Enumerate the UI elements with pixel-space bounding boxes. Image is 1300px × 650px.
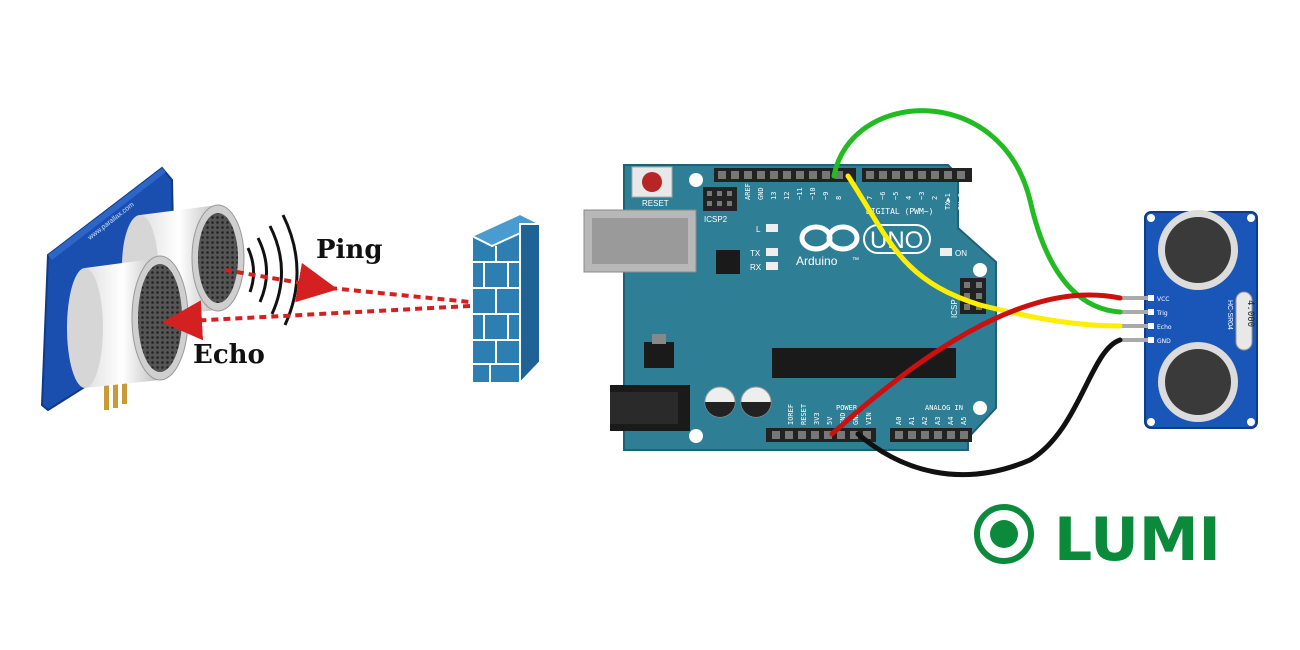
pin-label: ~3 <box>918 192 926 200</box>
lumi-logo: LUMI <box>974 504 1221 575</box>
pin-label: A4 <box>947 417 955 425</box>
digital-label: DIGITAL (PWM~) <box>866 207 933 216</box>
led-l-label: L <box>756 225 761 234</box>
voltage-regulator <box>644 342 674 368</box>
pin-label: 8 <box>835 196 843 200</box>
arduino-uno-board: RESET ICSP2 AREF GND 13 12 ~11 ~10 ~9 8 … <box>583 164 997 451</box>
crystal <box>1235 291 1253 351</box>
pin-label: ~9 <box>822 192 830 200</box>
sound-waves <box>246 214 299 326</box>
echo-pin-label: Echo <box>1157 324 1172 331</box>
rx-label: RX <box>750 263 762 272</box>
ping-arrow <box>224 262 338 303</box>
pin-label: GND <box>839 412 847 425</box>
pin-label: 4 <box>905 196 913 200</box>
capacitor <box>740 386 772 418</box>
wire-red-vcc <box>829 292 1123 437</box>
pin-label: VIN <box>865 412 873 425</box>
tx-label: TX <box>750 249 761 258</box>
pin-label: A2 <box>921 417 929 425</box>
sensor-pin <box>113 368 118 408</box>
reset-label: RESET <box>642 199 669 208</box>
led-on <box>940 248 952 256</box>
lumi-text: LUMI <box>1054 505 1221 575</box>
pin-label: A1 <box>908 417 916 425</box>
sensor-pin <box>104 372 109 410</box>
icsp2-label: ICSP2 <box>704 215 728 224</box>
pin-label: TX▶1 <box>944 193 952 210</box>
pin-label: ~10 <box>809 187 817 200</box>
ultrasonic-sensor-illustration: www.parallax.com Ping <box>40 166 471 412</box>
hc-sr04-module: 4.000 HC-SR04 VCC Trig Echo GND <box>1120 210 1258 429</box>
icsp2-header: ICSP2 <box>703 187 737 224</box>
wire-yellow-echo <box>845 173 1123 329</box>
pin-label: A5 <box>960 417 968 425</box>
gnd-pin-label: GND <box>1157 338 1171 345</box>
wire-green-trig <box>831 108 1123 315</box>
digital-header-right <box>862 168 972 182</box>
mounting-hole <box>689 173 703 187</box>
pin-label: GND <box>852 412 860 425</box>
pin-label: 7 <box>866 196 874 200</box>
led-l <box>766 224 778 232</box>
trig-pin-label: Trig <box>1156 310 1168 317</box>
echo-label: Echo <box>193 340 265 370</box>
led-rx <box>766 262 778 270</box>
vcc-pin-label: VCC <box>1157 296 1169 303</box>
module-model-label: HC-SR04 <box>1226 300 1233 330</box>
reset-button-cap[interactable] <box>642 172 662 192</box>
capacitor <box>704 386 736 418</box>
ping-path <box>329 286 471 304</box>
pin-label: 13 <box>770 192 778 200</box>
mounting-hole <box>973 263 987 277</box>
pin-label: GND <box>757 187 765 200</box>
crystal-label: 4.000 <box>1245 300 1255 327</box>
pin-label: A3 <box>934 417 942 425</box>
power-label: POWER <box>836 404 858 412</box>
mounting-hole <box>973 401 987 415</box>
pin-label: ~11 <box>796 187 804 200</box>
mounting-hole <box>689 429 703 443</box>
pin-label: AREF <box>744 183 752 200</box>
icsp-label: ICSP <box>950 299 959 318</box>
arduino-brand: Arduino <box>796 254 838 268</box>
arduino-logo <box>799 224 860 252</box>
echo-arrow <box>162 300 471 341</box>
sensor-pin <box>122 364 127 404</box>
atmega-chip <box>772 348 956 378</box>
analog-label: ANALOG IN <box>925 404 963 412</box>
wire-black-gnd <box>855 337 1123 478</box>
ping-label: Ping <box>316 235 383 265</box>
pin-label: 12 <box>783 192 791 200</box>
brick-wall <box>469 212 543 386</box>
pin-label: RESET <box>800 403 808 425</box>
pin-label: 2 <box>931 196 939 200</box>
wires <box>829 108 1123 478</box>
pin-label: ~5 <box>892 192 900 200</box>
pin-label: IOREF <box>787 404 795 425</box>
usb-chip <box>716 250 740 274</box>
pin-label: RX◀0 <box>957 193 965 210</box>
pin-label: 3V3 <box>813 412 821 425</box>
pin-label: A0 <box>895 417 903 425</box>
power-header <box>766 428 876 442</box>
led-tx <box>766 248 778 256</box>
icsp-header: ICSP <box>950 278 986 318</box>
pin-label: 5V <box>826 416 834 425</box>
pin-label: ~6 <box>879 192 887 200</box>
trademark-symbol: ™ <box>852 257 859 264</box>
on-label: ON <box>955 249 967 258</box>
transducer-lower <box>67 255 189 388</box>
